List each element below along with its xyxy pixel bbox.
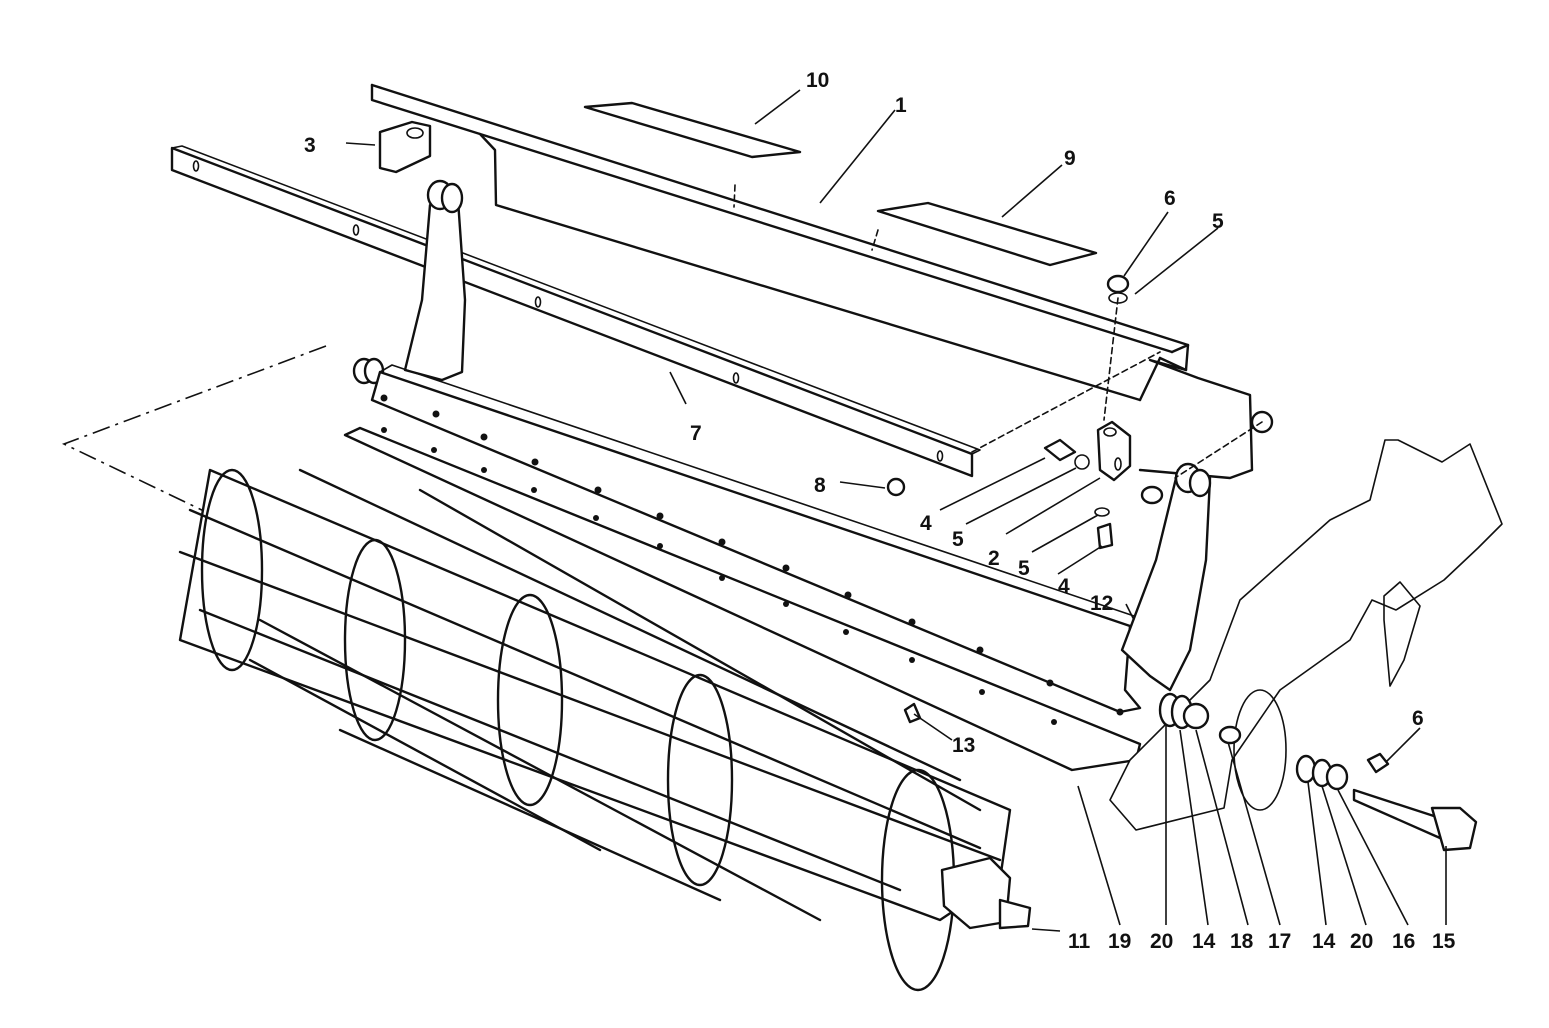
callout-14: 14 xyxy=(1312,930,1336,953)
callout-18: 18 xyxy=(1230,930,1254,953)
callout-16: 16 xyxy=(1392,930,1415,953)
callout-14: 14 xyxy=(1192,930,1216,953)
callout-5: 5 xyxy=(952,528,964,551)
callout-7: 7 xyxy=(690,422,702,445)
callout-20: 20 xyxy=(1150,930,1173,953)
dashed-connections xyxy=(733,184,1263,479)
callout-6: 6 xyxy=(1412,707,1424,730)
bracket-2 xyxy=(1096,420,1132,482)
left-side-arm xyxy=(352,179,467,385)
callout-3: 3 xyxy=(304,134,316,157)
leader-lines xyxy=(345,89,1447,932)
shaft-hardware-right xyxy=(1295,752,1478,852)
callout-5: 5 xyxy=(1018,557,1030,580)
bar-7 xyxy=(170,145,981,478)
bracket-3 xyxy=(378,120,432,174)
callout-4: 4 xyxy=(920,512,932,535)
reel xyxy=(178,468,1032,992)
callout-9: 9 xyxy=(1064,147,1076,170)
callout-6: 6 xyxy=(1164,187,1176,210)
callout-1: 1 xyxy=(895,94,907,117)
shaft-hardware-left xyxy=(1158,692,1242,745)
callout-8: 8 xyxy=(814,474,826,497)
decal-10 xyxy=(583,101,802,159)
callout-2: 2 xyxy=(988,547,1000,570)
callout-13: 13 xyxy=(952,734,975,757)
callout-17: 17 xyxy=(1268,930,1291,953)
callout-12: 12 xyxy=(1090,592,1113,615)
callout-5: 5 xyxy=(1212,210,1224,233)
callout-10: 10 xyxy=(806,69,829,92)
right-side-arm-12 xyxy=(1120,462,1212,692)
side-plate xyxy=(1109,439,1503,831)
callout-19: 19 xyxy=(1108,930,1131,953)
frame-top-guard xyxy=(370,83,1254,480)
bedknife-19 xyxy=(343,426,1142,772)
callout-4: 4 xyxy=(1058,575,1070,598)
callout-11: 11 xyxy=(1068,930,1091,953)
decal-9 xyxy=(876,201,1098,267)
centerline xyxy=(61,345,327,513)
callout-15: 15 xyxy=(1432,930,1456,953)
callout-20: 20 xyxy=(1350,930,1373,953)
callouts: 1 2 3 4 4 5 5 5 6 6 7 8 9 10 11 12 13 14… xyxy=(304,69,1456,953)
